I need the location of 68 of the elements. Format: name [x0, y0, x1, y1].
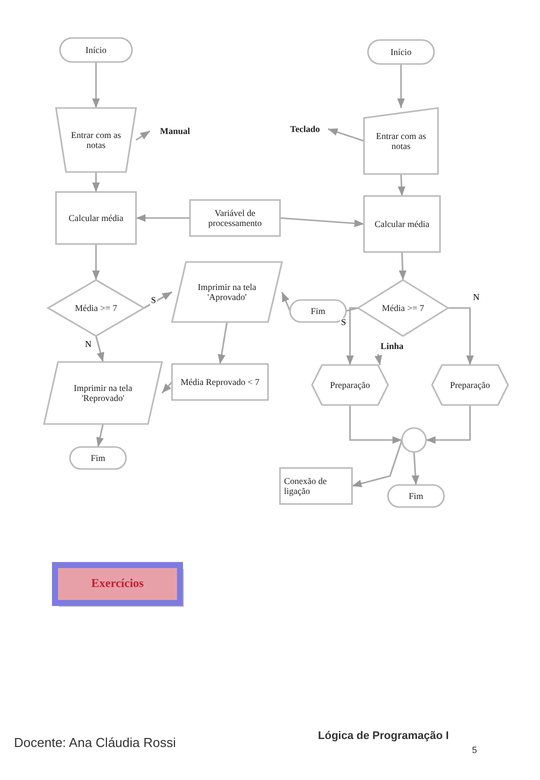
manual-input-shape: [56, 108, 136, 172]
connector-arrow: [280, 217, 364, 228]
edge-label: N: [472, 293, 480, 302]
node-label: Teclado: [290, 124, 320, 134]
process-box: [172, 364, 268, 400]
connector-arrow: [92, 244, 100, 280]
connector-arrow: [92, 172, 100, 192]
node-label: Conexão de ligação: [283, 476, 328, 496]
node-label: Média Reprovado < 7: [180, 376, 260, 388]
edge-label: S: [150, 296, 158, 305]
connector-arrow: [136, 130, 150, 141]
connector-arrow: [397, 64, 405, 108]
connector-arrow: [352, 440, 403, 488]
terminator: [60, 38, 132, 62]
node-label: Linha: [380, 340, 404, 352]
decision-diamond: [48, 280, 144, 336]
node-label: Preparação: [449, 380, 491, 390]
connector-circle: [402, 428, 426, 452]
node-label: Entrar com as notas: [375, 130, 427, 152]
node-label: Imprimir na tela 'Aprovado': [196, 282, 258, 302]
connector-arrow: [349, 405, 402, 444]
footer-text: Lógica de Programação I: [318, 730, 449, 742]
node-label: Entrar com as notas: [70, 130, 122, 150]
node-label: Fim: [310, 306, 326, 316]
process-box: [190, 200, 280, 236]
terminator: [388, 485, 444, 507]
data-parallelogram: [44, 362, 162, 424]
comment-box: [280, 468, 352, 504]
node-label: Imprimir na tela 'Reprovado': [72, 382, 134, 404]
node-label: Média >= 7: [74, 302, 118, 314]
connector-arrow: [281, 292, 291, 312]
connector-arrow: [95, 336, 104, 362]
node-label: Média >= 7: [380, 302, 426, 314]
node-label: Preparação: [329, 380, 371, 390]
connector-arrow: [426, 405, 471, 444]
node-label: Calcular média: [374, 218, 430, 230]
node-label: Fim: [408, 490, 424, 502]
connector-arrow: [374, 354, 382, 366]
decision-diamond: [358, 280, 448, 336]
node-label: Início: [390, 46, 412, 58]
node-label: Fim: [90, 452, 106, 464]
node-label: Calcular média: [68, 212, 124, 224]
connector-arrow: [448, 307, 474, 365]
connector-arrow: [398, 174, 406, 196]
connector-arrow: [398, 252, 406, 280]
connector-arrow: [412, 452, 420, 486]
node-label: Início: [84, 44, 108, 56]
edge-label: S: [340, 318, 348, 327]
connector-arrow: [328, 128, 364, 142]
connector-arrow: [218, 322, 228, 364]
connector-arrow: [136, 214, 190, 222]
terminator: [368, 40, 434, 64]
edge-label: N: [84, 340, 92, 349]
preparation-hexagon: [432, 365, 508, 405]
connector-arrow: [92, 62, 100, 108]
data-parallelogram: [172, 262, 282, 322]
connector-arrow: [346, 307, 358, 365]
manual-input-shape: [364, 108, 438, 174]
terminator: [70, 447, 126, 469]
process-box: [56, 192, 136, 244]
connector-arrow: [161, 381, 173, 394]
connector-arrow: [96, 424, 104, 448]
process-box: [364, 196, 440, 252]
page-number: 5: [472, 745, 478, 755]
footer-text: Docente: Ana Cláudia Rossi: [14, 735, 176, 750]
node-label: Variável de processamento: [207, 208, 263, 228]
preparation-hexagon: [312, 365, 388, 405]
node-label: Manual: [160, 126, 190, 136]
